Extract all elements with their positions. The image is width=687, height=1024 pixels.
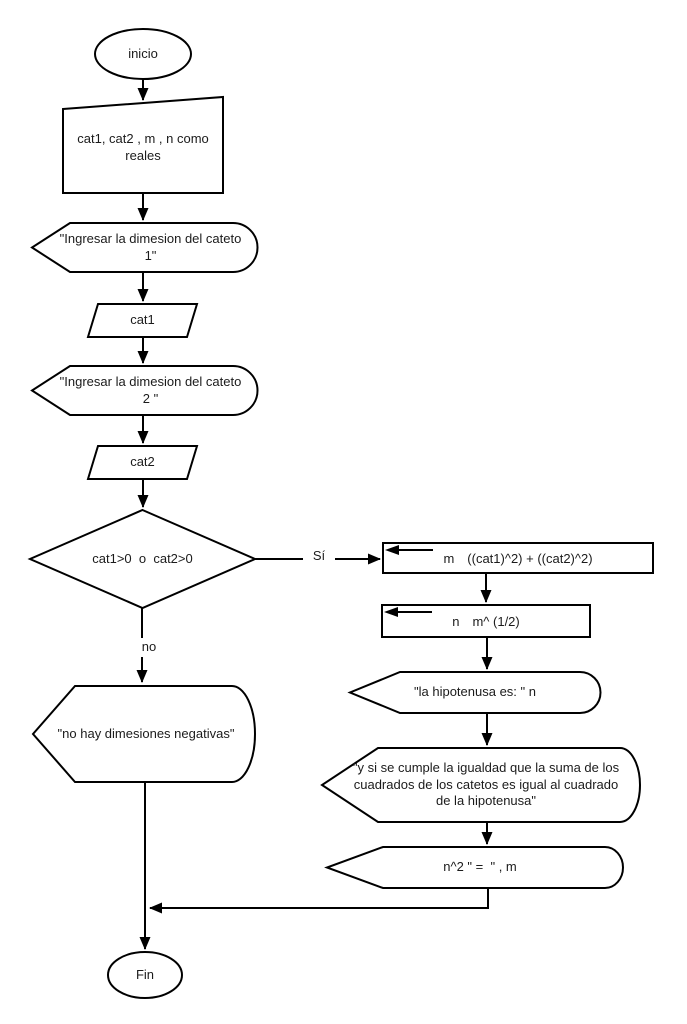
edge-yes-label: Sí [303,547,335,566]
assign-m-lhs: m [443,550,455,566]
prompt2-display-shape [30,365,259,416]
output-error-label: "no hay dimesiones negativas" [57,725,235,741]
output-hypotenuse-label: "la hipotenusa es: " n [414,684,536,700]
assign-n-lhs: n [452,613,460,629]
edge-no-label: no [134,638,164,657]
input2-parallelogram-shape [86,445,199,480]
assign-n-rhs: m^ (1/2) [472,613,520,629]
output-error-display-shape [31,685,256,783]
assign-m-content: m ((cat1)^2) + ((cat2)^2) [385,544,651,572]
input1-parallelogram-shape [86,303,199,338]
decision-label: cat1>0 o cat2>0 [92,550,193,566]
end-label: Fin [135,966,155,982]
end-terminator-shape [107,951,183,999]
input1-label: cat1 [130,312,155,328]
output-identity-display-shape [320,747,641,823]
assign-n-content: n m^ (1/2) [384,606,588,636]
declare-manual-input-shape [62,95,224,194]
input2-label: cat2 [130,454,155,470]
output-identity-label: "y si se cumple la igualdad que la suma … [352,759,620,809]
assign-left-arrow-icon [385,545,433,555]
declare-label: cat1, cat2 , m , n como reales [77,130,209,163]
output-equality-label: n^2 " = " , m [443,859,517,875]
assign-m-rhs: ((cat1)^2) + ((cat2)^2) [467,550,593,566]
assign-m-process-shape [382,542,654,574]
edge-equality-junction [149,888,489,914]
prompt1-label: "Ingresar la dimesion del cateto 1" [59,230,242,263]
assign-n-process-shape [381,604,591,638]
start-label: inicio [128,45,158,61]
output-equality-display-shape [324,846,624,889]
prompt2-label: "Ingresar la dimesion del cateto 2 " [59,373,242,406]
assign-left-arrow-icon [384,607,432,617]
output-hypotenuse-display-shape [347,671,602,714]
prompt1-display-shape [30,222,259,273]
